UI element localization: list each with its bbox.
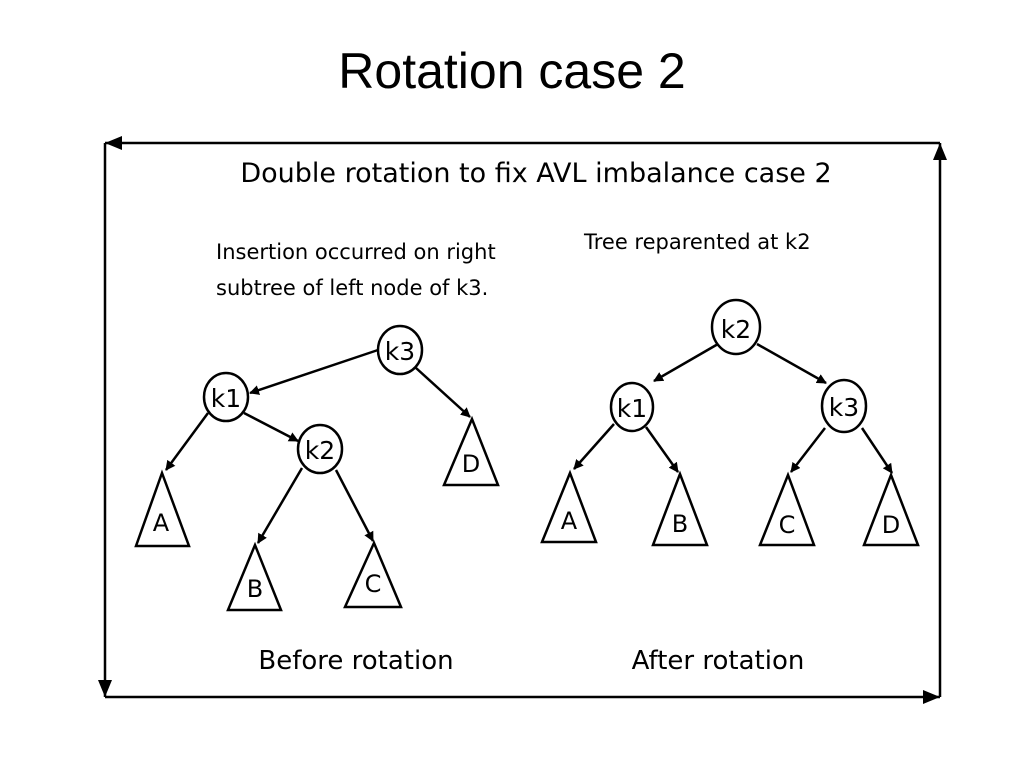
- after-edge-k2-k3: [756, 342, 827, 385]
- after-subtree-b-label: B: [672, 510, 688, 538]
- after-subtree-d: D: [862, 471, 920, 547]
- after-subtree-c: C: [758, 471, 816, 547]
- before-edge-k3-k1: [249, 348, 379, 395]
- before-caption: Before rotation: [258, 646, 453, 676]
- after-edge-k3-d: [860, 427, 894, 474]
- before-node-k2: k2: [296, 423, 344, 475]
- before-subtree-d: D: [442, 415, 500, 487]
- frame-arrow-down-icon: [98, 680, 112, 697]
- before-subtree-c-label: C: [365, 570, 382, 598]
- before-subtree-b: B: [226, 541, 283, 612]
- after-node-k2: k2: [710, 298, 762, 356]
- after-edge-k2-k1: [653, 342, 719, 383]
- frame-arrow-up-icon: [933, 143, 947, 160]
- after-note: Tree reparented at k2: [583, 230, 811, 254]
- after-edge-k3-c: [790, 427, 826, 473]
- after-node-k1-label: k1: [617, 394, 647, 423]
- after-subtree-a-label: A: [561, 507, 578, 535]
- after-subtree-c-label: C: [779, 511, 796, 539]
- after-edge-k1-a: [573, 423, 615, 470]
- after-node-k1: k1: [609, 381, 655, 433]
- before-node-k1: k1: [202, 371, 250, 423]
- after-node-k3-label: k3: [829, 393, 859, 422]
- before-edge-k1-k2: [243, 411, 299, 443]
- after-edge-k1-b: [644, 426, 680, 473]
- figure-frame: [98, 136, 947, 704]
- before-edge-k3-d: [415, 367, 471, 418]
- after-caption: After rotation: [632, 646, 805, 676]
- before-node-k1-label: k1: [211, 384, 241, 413]
- slide-title: Rotation case 2: [338, 43, 686, 99]
- frame-arrow-left-icon: [105, 136, 122, 150]
- before-note-line2: subtree of left node of k3.: [216, 276, 488, 300]
- before-subtree-b-label: B: [247, 575, 263, 603]
- before-subtree-d-label: D: [462, 450, 480, 478]
- before-edge-k2-b: [256, 467, 304, 544]
- before-edge-k1-a: [164, 412, 210, 471]
- before-subtree-c: C: [343, 539, 403, 609]
- before-subtree-a-label: A: [153, 509, 170, 537]
- after-node-k2-label: k2: [721, 315, 751, 344]
- before-rotation-tree: Insertion occurred on right subtree of l…: [134, 240, 500, 676]
- after-node-k3: k3: [820, 378, 868, 434]
- before-edge-k2-c: [334, 469, 375, 542]
- after-subtree-a: A: [540, 469, 598, 544]
- frame-arrow-right-icon: [923, 690, 940, 704]
- before-node-k3-label: k3: [385, 337, 415, 366]
- before-note-line1: Insertion occurred on right: [216, 240, 496, 264]
- after-subtree-b: B: [651, 470, 709, 547]
- after-rotation-tree: Tree reparented at k2 k2 k1 k3: [540, 230, 920, 676]
- before-node-k2-label: k2: [305, 436, 335, 465]
- figure-heading: Double rotation to fix AVL imbalance cas…: [240, 158, 831, 189]
- after-subtree-d-label: D: [882, 511, 900, 539]
- before-node-k3: k3: [376, 324, 424, 376]
- before-subtree-a: A: [134, 469, 191, 548]
